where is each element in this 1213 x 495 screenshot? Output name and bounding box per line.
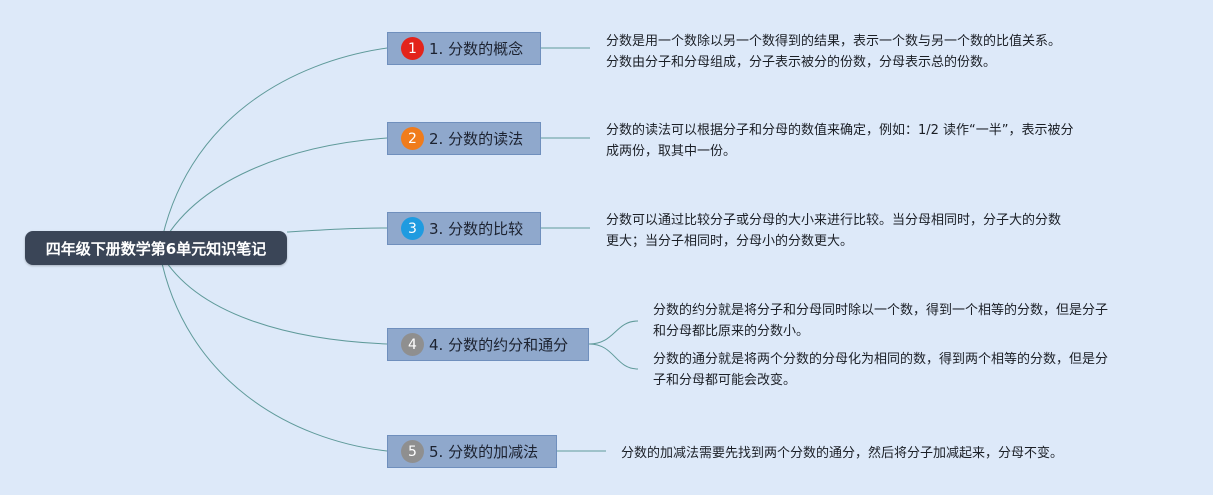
topic-label: 5. 分数的加减法 [429,443,539,461]
note-line: 分数可以通过比较分子或分母的大小来进行比较。当分母相同时，分子大的分数 [606,213,1062,228]
branch-line-4 [159,251,388,345]
topic-fraction-concept[interactable]: 1 1. 分数的概念 [387,32,541,65]
topic-label: 3. 分数的比较 [429,220,524,238]
note-line-4a [588,320,639,345]
branch-line-2 [159,137,388,249]
note-fraction-concept[interactable]: 分数是用一个数除以另一个数得到的结果，表示一个数与另一个数的比值关系。 分数由分… [606,31,1061,73]
note-fraction-reading[interactable]: 分数的读法可以根据分子和分母的数值来确定，例如：1/2 读作“一半”，表示被分 … [606,120,1074,162]
topic-label: 4. 分数的约分和通分 [429,336,569,354]
note-fraction-comparison[interactable]: 分数可以通过比较分子或分母的大小来进行比较。当分母相同时，分子大的分数 更大；当… [606,210,1061,252]
note-addition-subtraction[interactable]: 分数的加减法需要先找到两个分数的通分，然后将分子加减起来，分母不变。 [621,443,1063,464]
note-line: 分数的约分就是将分子和分母同时除以一个数，得到一个相等的分数，但是分子 [653,303,1109,318]
number-4-icon: 4 [401,333,424,356]
note-line: 和分母都比原来的分数小。 [653,324,810,339]
topic-label: 1. 分数的概念 [429,40,524,58]
number-5-icon: 5 [401,440,424,463]
note-common-denominator[interactable]: 分数的通分就是将两个分数的分母化为相同的数，得到两个相等的分数，但是分 子和分母… [653,349,1108,391]
number-1-icon: 1 [401,37,424,60]
note-line: 分数的读法可以根据分子和分母的数值来确定，例如：1/2 读作“一半”，表示被分 [606,123,1074,138]
number-2-icon: 2 [401,127,424,150]
note-line-4b [588,343,639,370]
note-line: 分数是用一个数除以另一个数得到的结果，表示一个数与另一个数的比值关系。 [606,34,1062,49]
topic-label: 2. 分数的读法 [429,130,524,148]
number-3-icon: 3 [401,217,424,240]
topic-fraction-reading[interactable]: 2 2. 分数的读法 [387,122,541,155]
branch-line-3 [286,227,388,233]
note-line: 分数的通分就是将两个分数的分母化为相同的数，得到两个相等的分数，但是分 [653,352,1109,367]
note-line: 成两份，取其中一份。 [606,144,737,159]
note-line: 更大；当分子相同时，分母小的分数更大。 [606,234,854,249]
note-line: 子和分母都可能会改变。 [653,373,797,388]
note-line: 分数由分子和分母组成，分子表示被分的份数，分母表示总的份数。 [606,55,997,70]
topic-fraction-addition-subtraction[interactable]: 5 5. 分数的加减法 [387,435,557,468]
branch-line-1 [159,47,388,249]
branch-line-5 [159,253,388,452]
note-reduction[interactable]: 分数的约分就是将分子和分母同时除以一个数，得到一个相等的分数，但是分子 和分母都… [653,300,1108,342]
central-topic[interactable]: 四年级下册数学第6单元知识笔记 [25,231,287,265]
topic-reduction-common-denominator[interactable]: 4 4. 分数的约分和通分 [387,328,589,361]
topic-fraction-comparison[interactable]: 3 3. 分数的比较 [387,212,541,245]
note-line: 分数的加减法需要先找到两个分数的通分，然后将分子加减起来，分母不变。 [621,446,1064,461]
